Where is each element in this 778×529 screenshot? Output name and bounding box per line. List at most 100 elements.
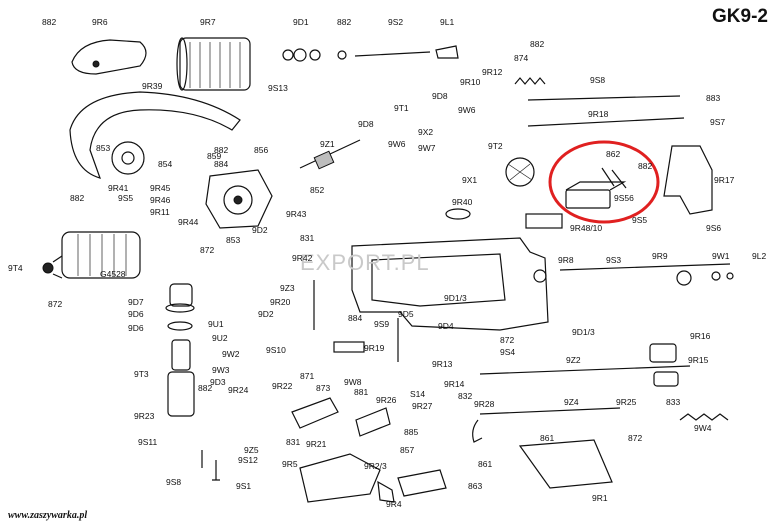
part-label: 9R48/10 — [570, 223, 603, 233]
block-9r48 — [525, 213, 563, 229]
clamp-9r16 — [649, 343, 677, 363]
part-label: 872 — [200, 245, 215, 255]
part-label: 831 — [300, 233, 315, 243]
part-label: 873 — [316, 383, 331, 393]
part-label: 9S8 — [590, 75, 606, 85]
part-label: 9R45 — [150, 183, 171, 193]
part-label: 9R42 — [292, 253, 313, 263]
part-label: 9D6 — [128, 323, 144, 333]
part-label: 883 — [706, 93, 721, 103]
part-label: 9S13 — [268, 83, 288, 93]
part-label: 9R6 — [92, 17, 108, 27]
part-label: 861 — [540, 433, 555, 443]
part-label: 881 — [354, 387, 369, 397]
part-label: 9S9 — [374, 319, 390, 329]
part-label: 9R25 — [616, 397, 637, 407]
part-label: 9R5 — [282, 459, 298, 469]
part-label: 9W3 — [212, 365, 230, 375]
part-label: 9Z5 — [244, 445, 259, 455]
part-label: 9S1 — [236, 481, 252, 491]
part-label: 885 — [404, 427, 419, 437]
part-label: 9R43 — [286, 209, 307, 219]
part-label: 9Z3 — [280, 283, 295, 293]
part-label: 831 — [286, 437, 301, 447]
clamp-9r15 — [653, 371, 679, 387]
part-label: 9R28 — [474, 399, 495, 409]
part-label: 872 — [500, 335, 515, 345]
part-label: 9D4 — [438, 321, 454, 331]
part-label: 9S56 — [614, 193, 634, 203]
part-label: 9S2 — [388, 17, 404, 27]
part-label: 9R1 — [592, 493, 608, 503]
footer-site: www.zaszywarka.pl — [8, 510, 88, 521]
part-label: 854 — [158, 159, 173, 169]
part-label: 9R8 — [558, 255, 574, 265]
part-label: 9W8 — [344, 377, 362, 387]
part-label: 882 — [214, 145, 229, 155]
presser-9r26 — [355, 407, 391, 437]
part-label: 9D8 — [432, 91, 448, 101]
part-label: 9R41 — [108, 183, 129, 193]
part-label: 9R12 — [482, 67, 503, 77]
part-label: 9Z4 — [564, 397, 579, 407]
part-label: 9R7 — [200, 17, 216, 27]
shaft-9z4 — [479, 407, 621, 415]
rod-9s8 — [527, 95, 681, 101]
plate-9r2 — [397, 469, 447, 497]
part-label: 9U1 — [208, 319, 224, 329]
part-label: 9L2 — [752, 251, 767, 261]
gear-9t2-teeth — [507, 163, 533, 181]
part-label: 9R39 — [142, 81, 163, 91]
part-label: 882 — [70, 193, 85, 203]
spring-874 — [514, 77, 546, 85]
part-label: 9D6 — [128, 309, 144, 319]
part-label: 9D5 — [398, 309, 414, 319]
part-label: 9R19 — [364, 343, 385, 353]
part-label: 9R14 — [444, 379, 465, 389]
part-label: 9W1 — [712, 251, 730, 261]
part-label: 861 — [478, 459, 493, 469]
part-label: 9D2 — [252, 225, 268, 235]
part-label: 833 — [666, 397, 681, 407]
part-label: 863 — [468, 481, 483, 491]
part-label: 9R10 — [460, 77, 481, 87]
spring-9w4 — [679, 413, 729, 421]
main-frame — [351, 237, 549, 331]
part-label: 9S7 — [710, 117, 726, 127]
part-label: 9R27 — [412, 401, 433, 411]
gear-9t2 — [505, 157, 535, 187]
part-label: 9W2 — [222, 349, 240, 359]
part-label: 9D1/3 — [444, 293, 467, 303]
screw-9s1 — [212, 460, 220, 481]
part-label: 9T2 — [488, 141, 503, 151]
part-label: 9Z2 — [566, 355, 581, 365]
part-label: 9S3 — [606, 255, 622, 265]
part-label: 9S12 — [238, 455, 258, 465]
hook-9r28 — [472, 419, 483, 443]
part-label: 857 — [400, 445, 415, 455]
belt-9r39 — [69, 91, 241, 179]
part-label: 9S5 — [632, 215, 648, 225]
part-label: 9R17 — [714, 175, 735, 185]
part-label: 9X2 — [418, 127, 434, 137]
part-label: 9L1 — [440, 17, 455, 27]
part-label: 9R9 — [652, 251, 668, 261]
part-label: 9W6 — [458, 105, 476, 115]
part-label: 9T3 — [134, 369, 149, 379]
part-label: 882 — [337, 17, 352, 27]
pulley-853 — [111, 141, 145, 175]
washer-9l2 — [726, 272, 734, 280]
shaft-9r9 — [559, 263, 731, 271]
pulley-inner — [121, 151, 135, 165]
knob-9r40 — [445, 208, 471, 220]
side-frame-9r17 — [527, 117, 713, 215]
part-label: 872 — [48, 299, 63, 309]
clamp-9r19 — [333, 341, 365, 353]
part-label: 9D1/3 — [572, 327, 595, 337]
part-label: 9D8 — [358, 119, 374, 129]
part-label: 9R15 — [688, 355, 709, 365]
part-label: 874 — [514, 53, 529, 63]
part-label: 9R44 — [178, 217, 199, 227]
part-label: G4528 — [100, 269, 126, 279]
